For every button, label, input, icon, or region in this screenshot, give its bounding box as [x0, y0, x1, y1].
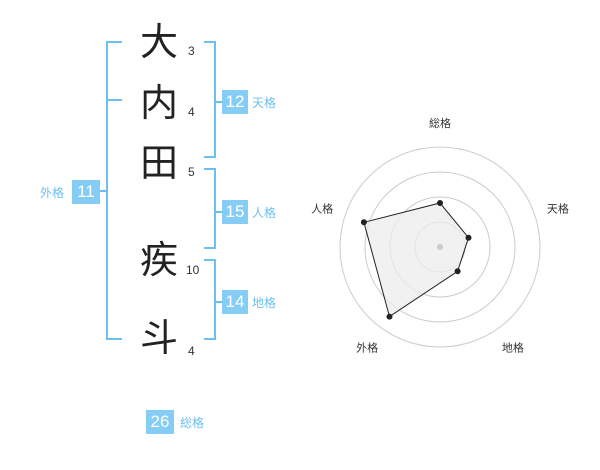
radar-axis-label-2: 地格 [502, 340, 524, 354]
tenkaku-bracket-stub [216, 101, 222, 103]
jinkaku-label: 人格 [252, 206, 277, 220]
radar-data-area [363, 202, 470, 318]
tenkaku-value: 12 [222, 90, 248, 114]
gaikaku-bracket [106, 41, 122, 340]
stroke-count-2: 4 [188, 105, 195, 119]
name-char-1: 大 [140, 20, 179, 64]
radar-ring-4 [339, 146, 541, 348]
tenkaku-bracket [204, 41, 216, 158]
radar-axis-label-3: 外格 [356, 340, 378, 354]
name-char-2: 内 [140, 81, 179, 125]
radar-axis-label-0: 総格 [429, 116, 451, 130]
chikaku-value: 14 [222, 290, 248, 314]
jinkaku-value: 15 [222, 200, 248, 224]
name-char-3: 田 [140, 141, 179, 185]
chikaku-bracket-stub [216, 301, 222, 303]
chikaku-bracket [204, 259, 216, 340]
tenkaku-label: 天格 [252, 96, 277, 110]
radar-point-2 [454, 268, 461, 275]
soukaku-label: 総格 [180, 416, 205, 430]
soukaku-value: 26 [146, 410, 174, 434]
radar-point-1 [465, 234, 472, 241]
radar-center-dot [437, 244, 443, 250]
stroke-count-5: 4 [188, 344, 195, 358]
radar-axis-label-4: 人格 [311, 202, 333, 216]
stroke-count-1: 3 [188, 44, 195, 58]
chikaku-label: 地格 [252, 296, 277, 310]
radar-point-3 [386, 313, 393, 320]
radar-point-0 [437, 200, 443, 206]
stroke-count-4: 10 [186, 263, 200, 277]
gaikaku-bracket-stub [100, 190, 106, 192]
radar-point-4 [360, 219, 367, 226]
gaikaku-bracket-mid [106, 99, 122, 101]
gaikaku-value: 11 [72, 180, 100, 204]
name-char-5: 斗 [140, 316, 179, 360]
radar-axis-label-1: 天格 [547, 202, 569, 216]
name-char-4: 疾 [140, 238, 179, 282]
radar-ring-3 [364, 171, 516, 323]
stroke-count-3: 5 [188, 165, 195, 179]
jinkaku-bracket-stub [216, 211, 222, 213]
jinkaku-bracket [204, 168, 216, 249]
gaikaku-label: 外格 [40, 186, 65, 200]
